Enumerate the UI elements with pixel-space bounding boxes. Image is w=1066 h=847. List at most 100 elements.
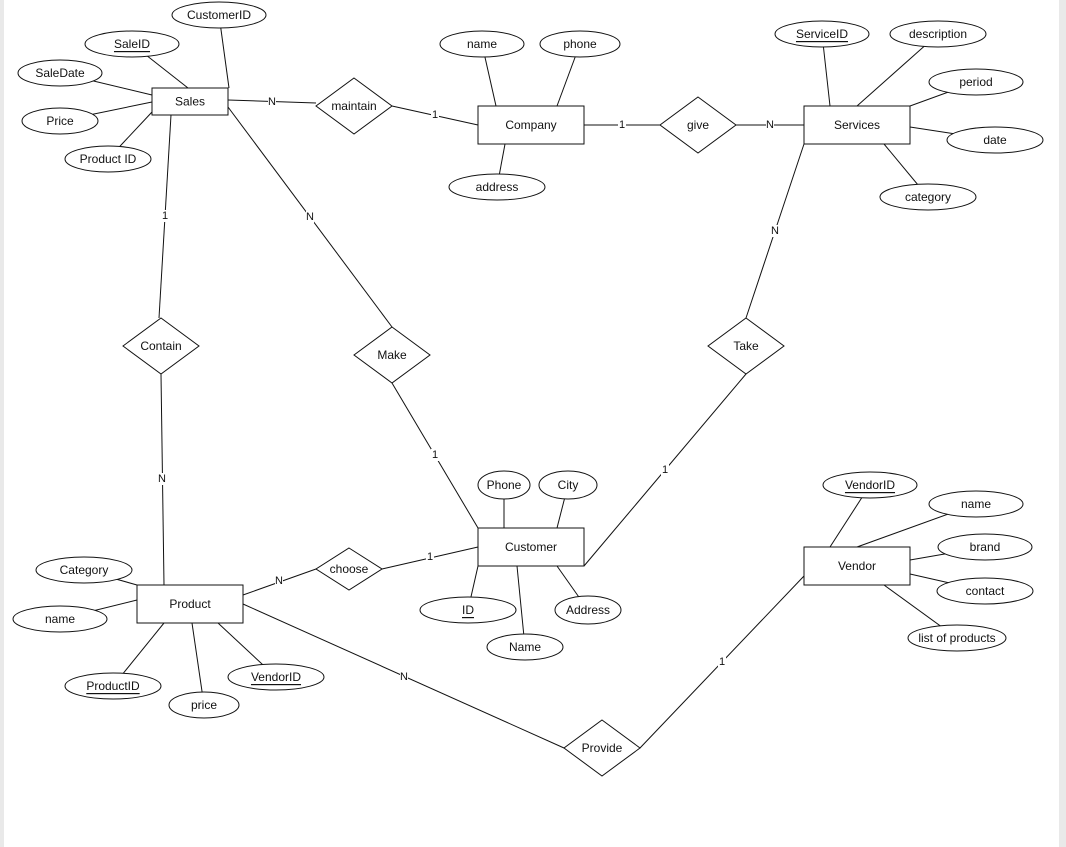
- attribute-ellipse: [227, 663, 325, 691]
- attribute-services-category[interactable]: category: [879, 183, 977, 211]
- attribute-label: contact: [966, 584, 1005, 598]
- relationship-diamond: [659, 96, 737, 154]
- attribute-vendor-brand[interactable]: brand: [937, 533, 1033, 561]
- entity-sales[interactable]: Sales: [151, 87, 229, 116]
- attribute-ellipse: [64, 672, 162, 700]
- entity-box: [136, 584, 244, 624]
- cardinality-choose-customer: 1: [427, 551, 433, 563]
- relationship-diamond: [353, 326, 431, 384]
- entity-vendor[interactable]: Vendor: [803, 546, 911, 586]
- attribute-product-name[interactable]: name: [12, 605, 108, 633]
- attribute-ellipse: [879, 183, 977, 211]
- relationship-label: maintain: [331, 99, 376, 113]
- relationship-label: choose: [330, 562, 369, 576]
- cardinality-sales-contain: 1: [162, 210, 168, 222]
- cardinality-bg: [718, 656, 726, 668]
- entity-services[interactable]: Services: [803, 105, 911, 145]
- cardinality-services-take: N: [771, 225, 779, 237]
- entity-box: [151, 87, 229, 116]
- cardinality-bg: [158, 473, 166, 485]
- cardinality-sales-make: N: [306, 211, 314, 223]
- relationship-diamond: [122, 317, 200, 375]
- attribute-label: date: [983, 133, 1007, 147]
- cardinality-bg: [161, 210, 169, 222]
- attribute-sales-saleid[interactable]: SaleID: [84, 30, 180, 58]
- attribute-sales-customerid[interactable]: CustomerID: [171, 1, 267, 29]
- attribute-label: description: [909, 27, 967, 41]
- attribute-customer-city[interactable]: City: [538, 470, 598, 500]
- attribute-ellipse: [84, 30, 180, 58]
- attribute-services-description[interactable]: description: [889, 20, 987, 48]
- attribute-product-productid[interactable]: ProductID: [64, 672, 162, 700]
- attribute-sales-productid[interactable]: Product ID: [64, 145, 152, 173]
- cardinality-sales-maintain: N: [268, 96, 276, 108]
- relationship-maintain[interactable]: maintain: [315, 77, 393, 135]
- cardinality-bg: [306, 211, 314, 223]
- attribute-product-price[interactable]: price: [168, 691, 240, 719]
- relationship-give[interactable]: give: [659, 96, 737, 154]
- relationship-label: give: [687, 118, 709, 132]
- relationship-label: Take: [733, 339, 759, 353]
- attribute-ellipse: [419, 596, 517, 624]
- attribute-vendor-listofproducts[interactable]: list of products: [907, 624, 1007, 652]
- entity-label: Services: [834, 118, 880, 132]
- relationship-diamond: [707, 317, 785, 375]
- attribute-product-category[interactable]: Category: [35, 556, 133, 584]
- attribute-customer-id[interactable]: ID: [419, 596, 517, 624]
- attribute-ellipse: [946, 126, 1044, 154]
- cardinality-bg: [268, 96, 276, 108]
- attribute-services-serviceid[interactable]: ServiceID: [774, 20, 870, 48]
- attribute-label: CustomerID: [187, 8, 251, 22]
- relationship-provide[interactable]: Provide: [563, 719, 641, 777]
- attribute-ellipse: [477, 470, 531, 500]
- attribute-ellipse: [168, 691, 240, 719]
- attribute-product-vendorid[interactable]: VendorID: [227, 663, 325, 691]
- cardinality-make-customer: 1: [432, 449, 438, 461]
- attribute-vendor-name[interactable]: name: [928, 490, 1024, 518]
- attribute-ellipse: [439, 30, 525, 58]
- cardinality-company-give: 1: [619, 119, 625, 131]
- attribute-customer-phone[interactable]: Phone: [477, 470, 531, 500]
- attribute-label: name: [467, 37, 497, 51]
- key-attribute-label: VendorID: [845, 478, 895, 492]
- relationship-take[interactable]: Take: [707, 317, 785, 375]
- relationship-make[interactable]: Make: [353, 326, 431, 384]
- cardinality-give-services: N: [766, 119, 774, 131]
- entity-company[interactable]: Company: [477, 105, 585, 145]
- relationship-choose[interactable]: choose: [315, 547, 383, 591]
- attribute-link-customer-name: [516, 565, 526, 648]
- attribute-customer-address[interactable]: Address: [554, 595, 622, 625]
- attribute-ellipse: [907, 624, 1007, 652]
- entity-box: [477, 105, 585, 145]
- attribute-company-phone[interactable]: phone: [539, 30, 621, 58]
- entity-customer[interactable]: Customer: [477, 527, 585, 567]
- attribute-ellipse: [64, 145, 152, 173]
- cardinality-product-choose: N: [275, 575, 283, 587]
- relationship-contain[interactable]: Contain: [122, 317, 200, 375]
- attribute-ellipse: [928, 490, 1024, 518]
- attribute-services-date[interactable]: date: [946, 126, 1044, 154]
- cardinality-bg: [661, 464, 669, 476]
- attribute-sales-saledate[interactable]: SaleDate: [17, 59, 103, 87]
- attribute-ellipse: [936, 577, 1034, 605]
- cardinality-bg: [275, 575, 283, 587]
- relationship-label: Contain: [140, 339, 181, 353]
- attribute-ellipse: [774, 20, 870, 48]
- attribute-ellipse: [17, 59, 103, 87]
- entity-box: [477, 527, 585, 567]
- attribute-customer-name[interactable]: Name: [486, 633, 564, 661]
- attribute-services-period[interactable]: period: [928, 68, 1024, 96]
- entity-label: Vendor: [838, 559, 876, 573]
- attribute-company-name[interactable]: name: [439, 30, 525, 58]
- entity-product[interactable]: Product: [136, 584, 244, 624]
- attribute-company-address[interactable]: address: [448, 173, 546, 201]
- attribute-label: price: [191, 698, 217, 712]
- attribute-sales-price[interactable]: Price: [21, 107, 99, 135]
- attribute-vendor-contact[interactable]: contact: [936, 577, 1034, 605]
- relationship-diamond: [315, 77, 393, 135]
- attribute-vendor-vendorid[interactable]: VendorID: [822, 471, 918, 499]
- attribute-label: address: [476, 180, 519, 194]
- attribute-label: name: [961, 497, 991, 511]
